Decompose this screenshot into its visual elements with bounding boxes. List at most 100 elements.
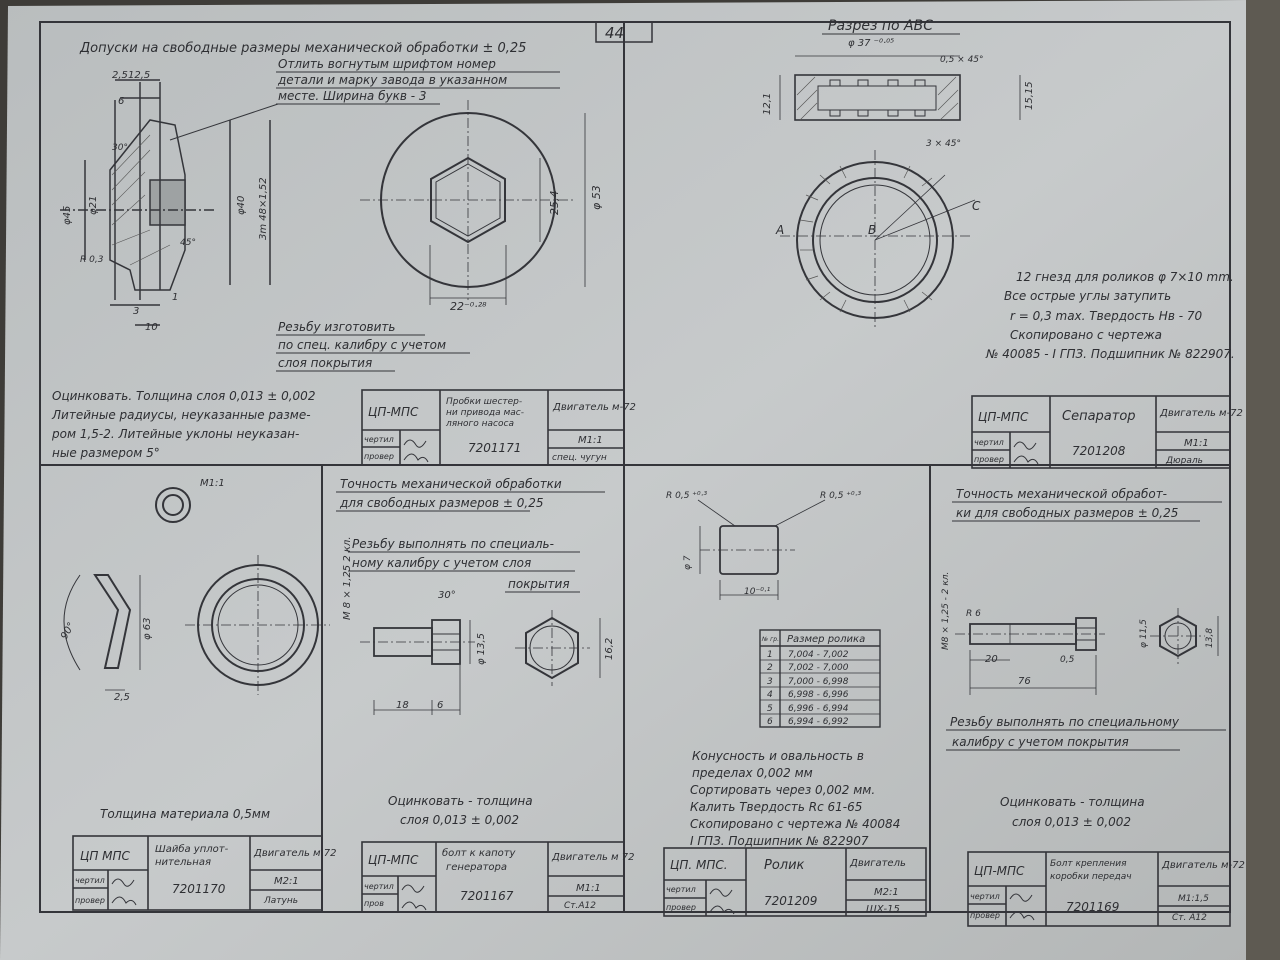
p2-tb-product: Двигатель м-72 bbox=[1159, 408, 1243, 419]
p4-tb-drawn: чертил bbox=[364, 882, 394, 891]
p3-tb-org: ЦП МПС bbox=[80, 849, 131, 863]
p5-note-3: Сортировать через 0,002 мм. bbox=[690, 783, 875, 797]
p6-title-block bbox=[967, 851, 1231, 927]
p5-tb-drawn: чертил bbox=[666, 885, 696, 894]
p4-dim-4: 18 bbox=[396, 700, 409, 711]
p5-row-4-size: 6,998 - 6,996 bbox=[788, 690, 849, 700]
panel-gearbox-bolt: Точность механической обработ- ки для св… bbox=[941, 487, 1245, 927]
p6-dim-3: 76 bbox=[1018, 676, 1031, 687]
p6-thread-1: Резьбу выполнять по специальному bbox=[950, 715, 1180, 729]
p5-table-header-num: № гр. bbox=[761, 636, 779, 643]
p5-note-2: пределах 0,002 мм bbox=[692, 766, 813, 780]
p3-tb-name-2: нительная bbox=[155, 857, 211, 868]
p1-tb-checked: провер bbox=[364, 452, 394, 461]
p5-tb-product: Двигатель bbox=[849, 858, 906, 869]
p5-dim-3: φ 7 bbox=[683, 555, 693, 570]
p6-dim-7: 0,5 bbox=[1060, 655, 1075, 665]
p3-washer-views bbox=[63, 487, 330, 695]
p5-tb-number: 7201209 bbox=[764, 894, 817, 908]
p3-note: Толщина материала 0,5мм bbox=[100, 807, 270, 821]
page-number: 44 bbox=[605, 24, 624, 42]
p5-tb-material: ШХ-15 bbox=[866, 904, 900, 915]
p5-row-1-size: 7,004 - 7,002 bbox=[788, 650, 849, 660]
p2-note-2: Все острые углы затупить bbox=[1004, 289, 1171, 303]
p1-tb-org: ЦП-МПС bbox=[368, 405, 419, 419]
p1-tb-drawn: чертил bbox=[364, 435, 394, 444]
p5-note-1: Конусность и овальность в bbox=[692, 749, 864, 763]
p5-row-3-size: 7,000 - 6,998 bbox=[788, 677, 849, 687]
p2-dim-1: φ 37 ⁻⁰·⁰⁵ bbox=[848, 38, 894, 49]
p1-dim-16: 30° bbox=[112, 143, 128, 153]
p5-tb-org: ЦП. МПС. bbox=[670, 858, 728, 872]
p2-tb-number: 7201208 bbox=[1072, 444, 1126, 458]
p6-tb-org: ЦП-МПС bbox=[974, 864, 1025, 878]
p5-row-2-size: 7,002 - 7,000 bbox=[788, 663, 849, 673]
p6-dim-4: R 6 bbox=[966, 609, 981, 619]
p5-row-5-size: 6,996 - 6,994 bbox=[788, 704, 849, 714]
p2-section-title: Разрез по АВС bbox=[828, 18, 933, 34]
p1-dim-7: 3m 48×1,52 bbox=[258, 177, 269, 240]
p3-title-block bbox=[72, 835, 323, 911]
p4-tb-name-2: генератора bbox=[446, 862, 507, 873]
p6-tb-number: 7201169 bbox=[1066, 900, 1119, 914]
p4-dim-3: 16,2 bbox=[604, 638, 615, 660]
p5-row-3-num: 3 bbox=[767, 677, 773, 687]
p5-tb-scale: М2:1 bbox=[874, 887, 899, 898]
p4-note-2: слоя 0,013 ± 0,002 bbox=[400, 813, 519, 827]
p5-row-6-size: 6,994 - 6,992 bbox=[788, 717, 849, 727]
p3-tb-number: 7201170 bbox=[172, 882, 226, 896]
p2-tb-org: ЦП-МПС bbox=[978, 410, 1029, 424]
p5-row-2-num: 2 bbox=[767, 663, 773, 673]
p1-dim-8: R 0,3 bbox=[80, 255, 104, 265]
p4-dim-6: 30° bbox=[438, 590, 456, 601]
p4-thread-3: покрытия bbox=[508, 577, 570, 591]
p2-note-5: № 40085 - I ГПЗ. Подшипник № 822907. bbox=[985, 347, 1235, 361]
p1-dim-12: 22⁻⁰·²⁸ bbox=[450, 300, 487, 313]
p1-dim-5: φ21 bbox=[88, 196, 99, 215]
panel-roller: R 0,5 ⁺⁰·³ R 0,5 ⁺⁰·³ φ 7 10⁻⁰·¹ № гр. Р… bbox=[663, 491, 927, 917]
p4-tb-name-1: болт к капоту bbox=[442, 847, 517, 859]
p2-label-a: А bbox=[775, 223, 784, 237]
p3-tb-checked: провер bbox=[75, 896, 105, 905]
p2-ring-plan-view bbox=[780, 150, 976, 330]
p6-bolt-side-view bbox=[955, 617, 1105, 695]
p4-thread-2: ному калибру с учетом слоя bbox=[352, 556, 531, 570]
p2-tb-material: Дюраль bbox=[1165, 456, 1203, 466]
p6-bolt-head-view bbox=[1150, 608, 1219, 664]
p4-dim-2: φ 13,5 bbox=[476, 633, 487, 665]
p1-thread-note-1: Резьбу изготовить bbox=[278, 320, 395, 334]
p6-tb-checked: провер bbox=[970, 911, 1000, 920]
p2-dim-2: 15,15 bbox=[1024, 81, 1035, 110]
p2-note-4: Скопировано с чертежа bbox=[1010, 328, 1162, 342]
p5-dim-1: R 0,5 ⁺⁰·³ bbox=[666, 491, 708, 501]
p6-tb-drawn: чертил bbox=[970, 892, 1000, 901]
panel-generator-bolt: Точность механической обработки для своб… bbox=[336, 477, 634, 913]
p4-dim-5: 6 bbox=[437, 700, 443, 711]
p1-dim-9: 10 bbox=[145, 322, 158, 333]
p1-zinc-note-1: Оцинковать. Толщина слоя 0,013 ± 0,002 bbox=[52, 389, 315, 403]
p1-dim-6: φ40 bbox=[236, 196, 247, 215]
p2-tb-name: Сепаратор bbox=[1062, 409, 1136, 424]
p1-dim-10: 1 bbox=[172, 292, 178, 303]
p2-title-block bbox=[971, 395, 1231, 469]
p2-note-1: 12 гнезд для роликов φ 7×10 mm. bbox=[1016, 270, 1234, 284]
p1-tb-number: 7201171 bbox=[468, 441, 521, 455]
p3-tb-drawn: чертил bbox=[75, 876, 105, 885]
p5-note-5: Скопировано с чертежа № 40084 bbox=[690, 817, 900, 831]
panel-separator: Разрез по АВС φ 37 ⁻⁰·⁰⁵ 15,15 12,1 0,5 … bbox=[762, 18, 1243, 469]
p6-thread-2: калибру с учетом покрытия bbox=[952, 735, 1129, 749]
p6-dim-2: 20 bbox=[985, 654, 998, 665]
p5-tb-name: Ролик bbox=[764, 858, 805, 873]
p1-signature bbox=[403, 439, 429, 463]
p4-bolt-side-view bbox=[360, 619, 475, 715]
p6-tb-scale: М1:1,5 bbox=[1178, 894, 1209, 904]
p1-zinc-note-4: ные размером 5° bbox=[52, 446, 160, 460]
p4-tb-scale: М1:1 bbox=[576, 883, 601, 894]
p1-dim-11: 3 bbox=[133, 306, 139, 317]
p1-tb-product: Двигатель м-72 bbox=[552, 402, 636, 413]
panel-washer: М1:1 90° φ 63 2,5 Толщина материала 0,5м… bbox=[59, 478, 336, 911]
p4-tb-org: ЦП-МПС bbox=[368, 853, 419, 867]
p1-zinc-note-3: ром 1,5-2. Литейные уклоны неуказан- bbox=[51, 427, 299, 441]
p3-tb-name-1: Шайба уплот- bbox=[155, 843, 229, 855]
